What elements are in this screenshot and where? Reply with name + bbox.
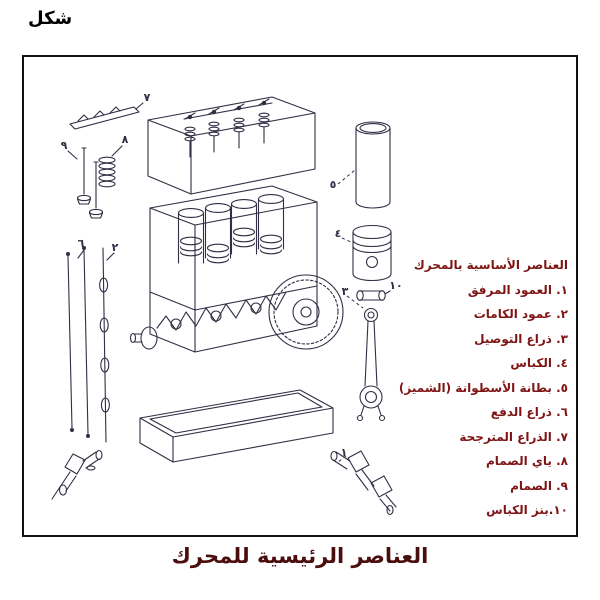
hand-crank-drawing	[51, 449, 103, 500]
callout-1-label: ١	[341, 446, 348, 459]
figure-caption: العناصر الرئيسية للمحرك	[171, 544, 429, 568]
figure-label: شكل	[28, 8, 73, 29]
callout-8-label: ٨	[122, 133, 129, 146]
callout-leader-lines	[77, 169, 391, 463]
cylinder-block-drawing	[149, 185, 318, 311]
valve-spring-drawing	[98, 145, 123, 188]
valves-drawing	[67, 147, 104, 219]
callout-numbers: ١ ٢ ٣ ٤ ٥ ٦ ٧ ٨ ٩ ١٠	[61, 91, 403, 459]
engine-exploded-diagram: ١ ٢ ٣ ٤ ٥ ٦ ٧ ٨ ٩ ١٠	[51, 91, 403, 516]
cylinder-liner-drawing	[355, 121, 391, 209]
pushrods-drawing	[66, 246, 90, 438]
legend-item-9: ٩. الصمام	[510, 478, 568, 493]
rocker-arm-drawing	[69, 102, 144, 130]
crankcase-drawing	[129, 285, 318, 353]
callout-7-label: ٧	[144, 91, 151, 104]
callout-5-label: ٥	[330, 178, 337, 191]
parts-legend: العناصر الأساسية بالمحرك ١. العمود المرف…	[388, 253, 568, 523]
callout-10-label: ١٠	[389, 279, 402, 292]
legend-item-4: ٤. الكباس	[510, 356, 568, 370]
legend-item-7: ٧. الذراع المترجحة	[459, 429, 568, 444]
connecting-rod-drawing	[356, 307, 386, 422]
callout-6-label: ٦	[78, 237, 85, 250]
callout-2-label: ٢	[112, 241, 119, 254]
legend-item-10: ١٠.بنز الكباس	[486, 503, 568, 517]
legend-title: العناصر الأساسية بالمحرك	[413, 258, 568, 272]
legend-item-5: ٥. بطانة الأسطوانة (الشميز)	[398, 380, 568, 395]
callout-9-label: ٩	[61, 139, 68, 152]
legend-item-3: ٣. ذراع التوصيل	[474, 331, 568, 346]
camshaft-drawing	[99, 247, 110, 443]
legend-item-2: ٢. عمود الكامات	[473, 307, 568, 321]
legend-item-8: ٨. ياي الصمام	[485, 454, 568, 468]
oil-pan-drawing	[139, 389, 334, 463]
flywheel-drawing	[268, 274, 344, 350]
legend-item-6: ٦. ذراع الدفع	[490, 405, 568, 419]
cylinder-head-drawing	[147, 96, 316, 195]
diagram-frame: ١ ٢ ٣ ٤ ٥ ٦ ٧ ٨ ٩ ١٠ العناصر الأساسية با…	[22, 55, 578, 537]
callout-4-label: ٤	[335, 227, 342, 240]
crankshaft-piece-drawing	[330, 450, 397, 516]
piston-drawing	[352, 224, 392, 282]
legend-item-1: ١. العمود المرفق	[467, 282, 568, 297]
piston-pin-drawing	[356, 290, 386, 301]
callout-3-label: ٣	[342, 285, 349, 298]
